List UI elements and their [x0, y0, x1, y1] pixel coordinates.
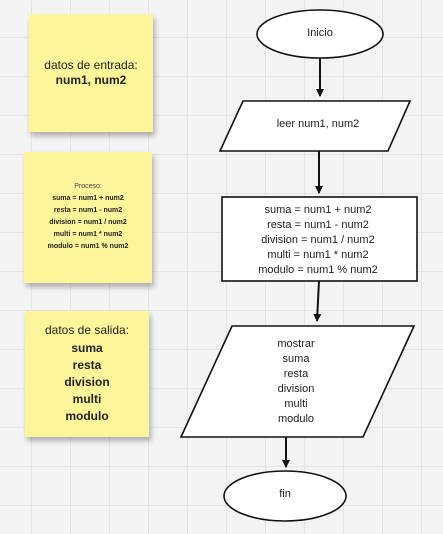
input-label: leer num1, num2 — [276, 118, 360, 130]
note-output-item: modulo — [65, 409, 109, 423]
note-input-value: num1, num2 — [55, 72, 127, 87]
note-process-line: resta = num1 - num2 — [53, 206, 123, 214]
output-line: suma — [282, 353, 310, 365]
sticky-note-output-data[interactable]: datos de salida: suma resta division mul… — [25, 311, 149, 437]
sticky-note-input-data[interactable]: datos de entrada: num1, num2 — [29, 14, 153, 132]
note-output-item: multi — [72, 392, 102, 406]
note-input-title: datos de entrada: — [44, 57, 138, 72]
process-text: suma = num1 + num2 resta = num1 - num2 d… — [223, 203, 413, 278]
note-output-item: division — [64, 375, 110, 389]
note-output-item: suma — [71, 341, 103, 355]
process-box[interactable] — [221, 196, 418, 282]
end-label: fin — [279, 488, 291, 500]
note-process-line: division = num1 / num2 — [49, 218, 127, 226]
output-line: multi — [284, 398, 308, 410]
sticky-note-process[interactable]: Proceso: suma = num1 + num2 resta = num1… — [24, 152, 152, 283]
output-parallelogram[interactable] — [179, 325, 416, 438]
note-process-line: suma = num1 + num2 — [52, 194, 124, 202]
end-terminal[interactable] — [223, 470, 347, 522]
process-line: division = num1 / num2 — [261, 234, 375, 246]
output-line: division — [277, 383, 315, 395]
arrow-process-to-output — [313, 280, 322, 322]
note-process-title: Proceso: — [74, 182, 102, 190]
output-line: mostrar — [277, 338, 315, 350]
process-line: resta = num1 - num2 — [267, 219, 369, 231]
process-line: modulo = num1 % num2 — [258, 264, 378, 276]
process-line: multi = num1 * num2 — [267, 249, 369, 261]
note-process-line: modulo = num1 % num2 — [47, 242, 129, 250]
input-parallelogram[interactable] — [218, 100, 412, 152]
note-output-title: datos de salida: — [44, 323, 130, 337]
output-line: resta — [283, 368, 309, 380]
output-line: modulo — [277, 413, 315, 425]
start-label: Inicio — [307, 27, 333, 39]
note-process-line: multi = num1 * num2 — [53, 230, 123, 238]
output-text: mostrar suma resta division multi modulo — [236, 337, 356, 427]
note-output-item: resta — [72, 358, 102, 372]
process-line: suma = num1 + num2 — [264, 204, 372, 216]
